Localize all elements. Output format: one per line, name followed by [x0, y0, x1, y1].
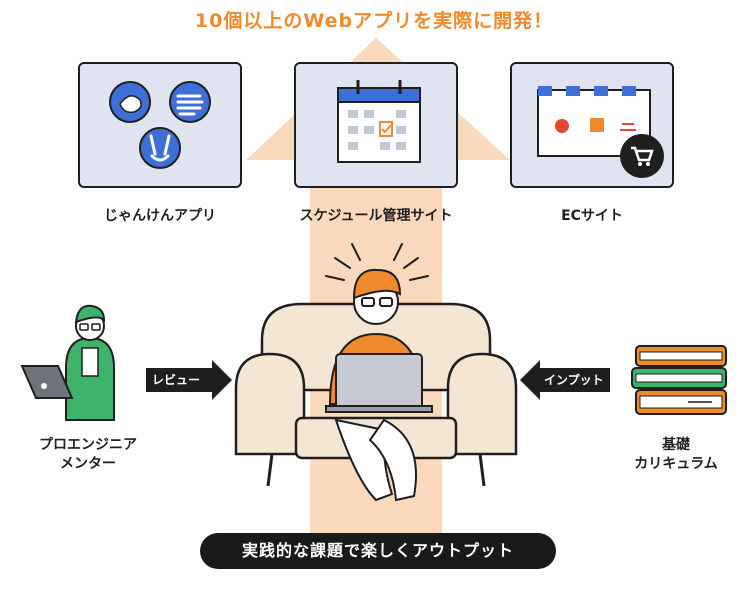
- curriculum-label: 基礎 カリキュラム: [606, 436, 746, 474]
- mentor-label: プロエンジニア メンター: [8, 436, 168, 474]
- ec-site-card: [510, 62, 674, 188]
- calendar-icon: [337, 80, 421, 163]
- schedule-app-label: スケジュール管理サイト: [299, 208, 453, 224]
- janken-hands-icon: [109, 81, 211, 169]
- ec-store-icon: [537, 86, 664, 178]
- input-arrow-label: インプット: [544, 373, 604, 387]
- janken-app-label: じゃんけんアプリ: [104, 208, 216, 224]
- mentor-label-line2: メンター: [60, 456, 116, 472]
- ec-site-label: ECサイト: [561, 208, 623, 224]
- schedule-app-card: [294, 62, 458, 188]
- review-arrow-label: レビュー: [152, 373, 201, 387]
- curriculum-label-line2: カリキュラム: [634, 456, 718, 472]
- mentor-label-line1: プロエンジニア: [39, 437, 137, 453]
- bottom-banner: 実践的な課題で楽しくアウトプット: [200, 533, 556, 569]
- headline: 10個以上のWebアプリを実際に開発！: [194, 10, 554, 32]
- janken-app-card: [78, 62, 242, 188]
- curriculum-label-line1: 基礎: [662, 437, 690, 453]
